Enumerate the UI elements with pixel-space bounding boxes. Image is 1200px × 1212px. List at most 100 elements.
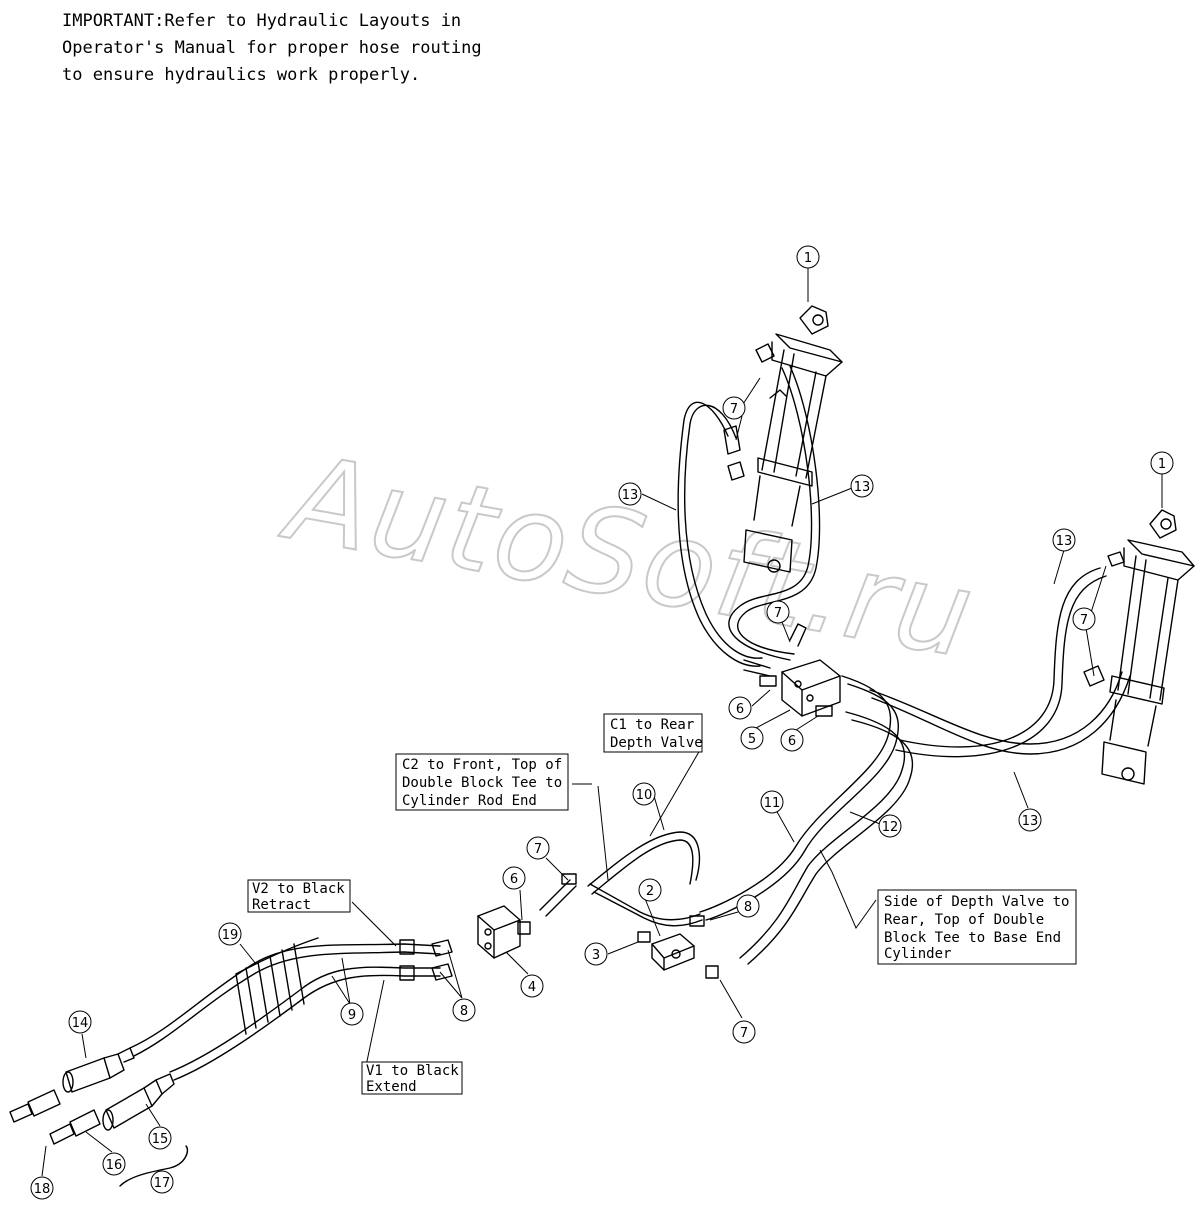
callout-7-block: 7: [766, 600, 790, 624]
svg-text:12: 12: [882, 820, 899, 835]
svg-text:15: 15: [152, 1132, 169, 1147]
callout-10: 10: [632, 782, 656, 806]
callouts: 1 1 7 13 13 13 7 7 6 5 6 13 10 11 12 7 6…: [30, 245, 1174, 1200]
hose-13-left-upper: [677, 401, 761, 667]
note-line-3: to ensure hydraulics work properly.: [62, 65, 421, 85]
svg-text:18: 18: [34, 1182, 51, 1197]
callout-13-bottom: 13: [1018, 808, 1042, 832]
block-4: [477, 873, 703, 959]
svg-text:19: 19: [222, 928, 239, 943]
svg-text:Cylinder Rod End: Cylinder Rod End: [402, 793, 537, 809]
callout-12: 12: [878, 814, 902, 838]
hose-11: [699, 675, 892, 913]
callout-19: 19: [218, 922, 242, 946]
svg-text:7: 7: [774, 606, 782, 621]
hose-10: [587, 831, 701, 887]
svg-text:Double Block Tee to: Double Block Tee to: [402, 775, 562, 791]
svg-text:Side of Depth Valve to: Side of Depth Valve to: [884, 894, 1069, 910]
svg-text:16: 16: [106, 1158, 123, 1173]
callout-7-left: 7: [526, 836, 550, 860]
svg-text:5: 5: [748, 732, 756, 747]
svg-text:4: 4: [528, 980, 536, 995]
callout-4: 4: [520, 974, 544, 998]
svg-text:1: 1: [804, 251, 812, 266]
callout-9: 9: [340, 1002, 364, 1026]
callout-6-block-right: 6: [780, 728, 804, 752]
svg-text:2: 2: [646, 884, 654, 899]
important-note: IMPORTANT:Refer to Hydraulic Layouts in …: [62, 8, 542, 89]
svg-text:Cylinder: Cylinder: [884, 946, 951, 962]
callout-13-left: 13: [618, 482, 642, 506]
coupler-15: [102, 1073, 175, 1131]
svg-text:Depth Valve: Depth Valve: [610, 735, 703, 751]
hose-13-right-upper-cyl: [899, 567, 1101, 748]
watermark-text: AutoSoft.ru: [272, 427, 984, 684]
plug-18: [9, 1089, 61, 1123]
callout-18: 18: [30, 1176, 54, 1200]
hose-9-upper: [129, 943, 441, 1049]
svg-text:Retract: Retract: [252, 897, 311, 913]
svg-text:13: 13: [1022, 814, 1039, 829]
hose-12: [739, 711, 906, 959]
svg-text:Rear, Top of Double: Rear, Top of Double: [884, 912, 1044, 928]
svg-text:6: 6: [736, 702, 744, 717]
callout-8-right: 8: [736, 894, 760, 918]
callout-1-upper: 1: [796, 245, 820, 269]
svg-text:13: 13: [1056, 534, 1073, 549]
svg-text:13: 13: [854, 480, 871, 495]
hose-wrap-19: [235, 937, 319, 1035]
svg-text:14: 14: [72, 1016, 89, 1031]
callout-7-upper: 7: [722, 396, 746, 420]
svg-text:V2 to Black: V2 to Black: [252, 881, 345, 897]
box-c2-front: C2 to Front, Top of Double Block Tee to …: [395, 753, 569, 811]
hose-13-right-upper: [728, 367, 813, 661]
svg-text:1: 1: [1158, 457, 1166, 472]
svg-text:8: 8: [460, 1004, 468, 1019]
leader-lines: [41, 268, 1163, 1177]
svg-text:V1 to Black: V1 to Black: [366, 1063, 459, 1079]
cylinder-right: [1101, 509, 1195, 785]
svg-text:8: 8: [744, 900, 752, 915]
cylinder-upper: [743, 305, 843, 573]
callout-3: 3: [584, 942, 608, 966]
callout-15: 15: [148, 1126, 172, 1150]
svg-text:7: 7: [740, 1026, 748, 1041]
note-line-2: Operator's Manual for proper hose routin…: [62, 38, 482, 58]
callout-8-left: 8: [452, 998, 476, 1022]
svg-text:7: 7: [1080, 613, 1088, 628]
svg-text:6: 6: [788, 734, 796, 749]
svg-text:3: 3: [592, 948, 600, 963]
callout-2: 2: [638, 878, 662, 902]
callout-17: 17: [150, 1170, 174, 1194]
plug-16: [49, 1109, 101, 1145]
callout-6-block-left: 6: [728, 696, 752, 720]
hose-13-right-lower: [869, 671, 1123, 745]
svg-text:6: 6: [510, 872, 518, 887]
callout-13-upper-right: 13: [850, 474, 874, 498]
hose-9-lower: [169, 966, 441, 1073]
double-block-tee-5: [743, 623, 841, 717]
callout-13-right: 13: [1052, 528, 1076, 552]
callout-16: 16: [102, 1152, 126, 1176]
callout-6-left: 6: [502, 866, 526, 890]
label-boxes: C1 to Rear Depth Valve C2 to Front, Top …: [247, 713, 1077, 1095]
callout-7-right: 7: [1072, 607, 1096, 631]
callout-7-bottom: 7: [732, 1020, 756, 1044]
box-v2-black: V2 to Black Retract: [247, 879, 351, 913]
depth-valve-2: [637, 915, 719, 979]
svg-text:7: 7: [730, 402, 738, 417]
callout-11: 11: [760, 790, 784, 814]
svg-text:10: 10: [636, 788, 653, 803]
note-line-1: IMPORTANT:Refer to Hydraulic Layouts in: [62, 11, 462, 31]
callout-1-right: 1: [1150, 451, 1174, 475]
box-side-depth: Side of Depth Valve to Rear, Top of Doub…: [877, 889, 1077, 965]
svg-text:9: 9: [348, 1008, 356, 1023]
svg-text:C2 to Front, Top of: C2 to Front, Top of: [402, 757, 562, 773]
svg-text:13: 13: [622, 488, 639, 503]
svg-text:11: 11: [764, 796, 781, 811]
callout-14: 14: [68, 1010, 92, 1034]
svg-text:7: 7: [534, 842, 542, 857]
box-v1-black: V1 to Black Extend: [361, 1061, 463, 1095]
callout-5: 5: [740, 726, 764, 750]
